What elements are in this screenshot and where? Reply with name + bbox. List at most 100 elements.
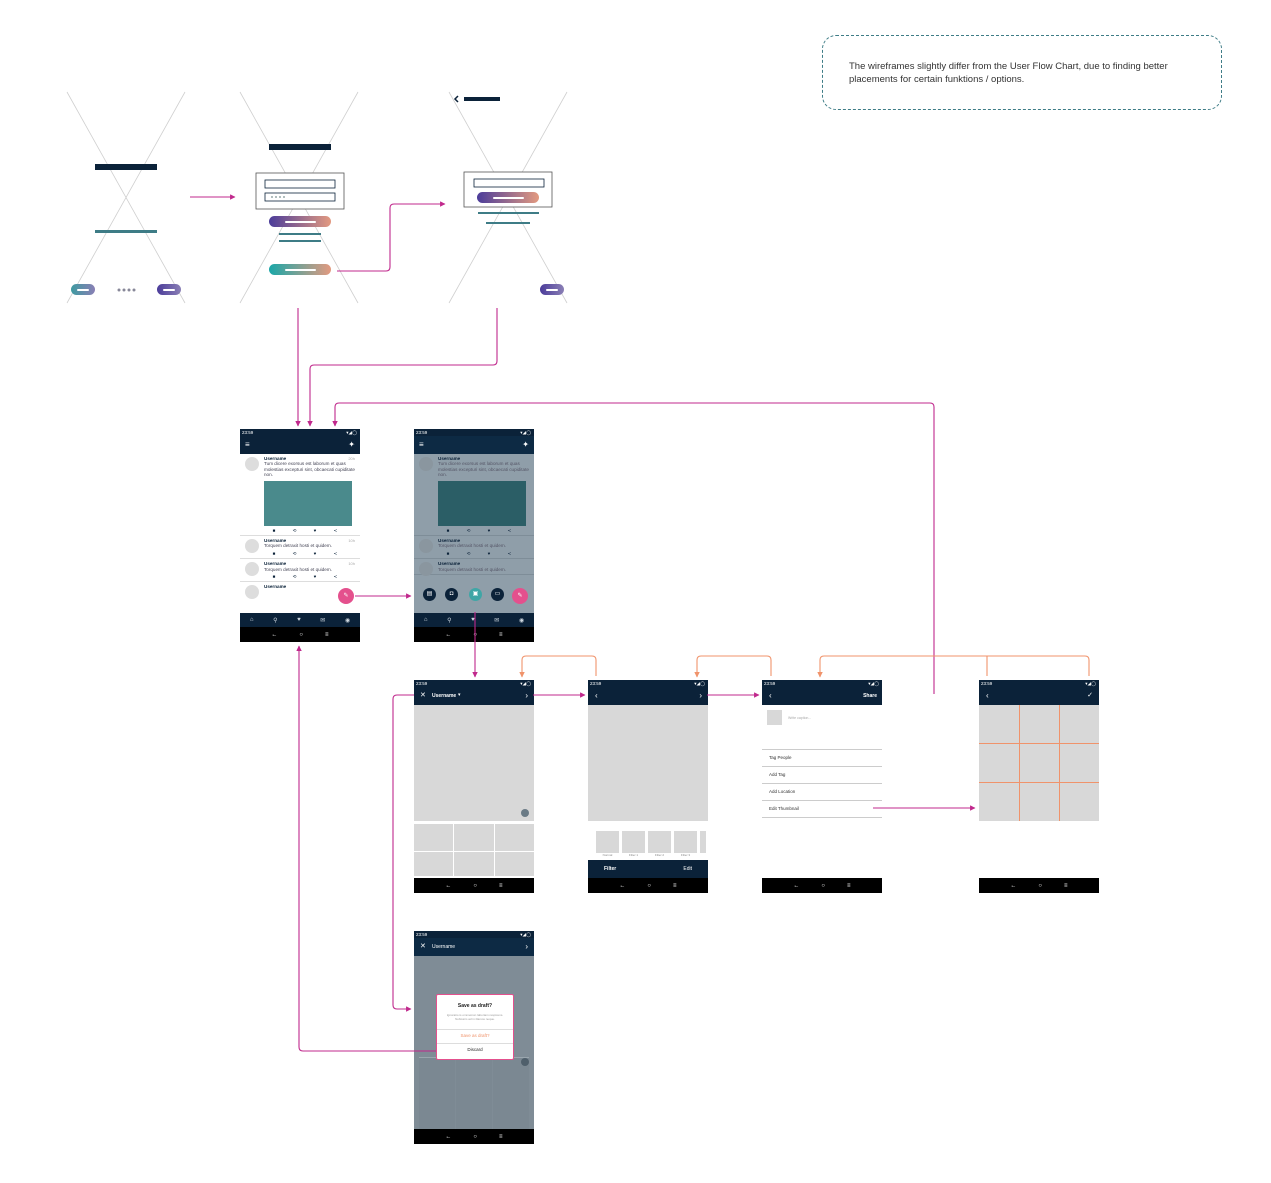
filter-option[interactable]: Filter 1	[622, 831, 645, 857]
share-icon[interactable]: ≺	[507, 550, 512, 556]
heart-icon[interactable]: ♥	[313, 550, 317, 556]
caption-input[interactable]: Write caption...	[788, 716, 812, 720]
avatar[interactable]	[419, 457, 433, 471]
account-selector[interactable]: Username	[432, 693, 457, 699]
avatar[interactable]	[245, 539, 259, 554]
sparkle-icon[interactable]: ✦	[348, 440, 355, 449]
home-circle-icon[interactable]: ○	[821, 882, 826, 889]
next-icon[interactable]: ›	[525, 942, 528, 951]
recents-icon[interactable]: ≡	[499, 882, 503, 889]
document-icon[interactable]: ▤	[423, 588, 436, 601]
avatar[interactable]	[245, 457, 259, 471]
wf-submit-button[interactable]	[477, 192, 539, 203]
post-username[interactable]: Username	[438, 538, 461, 544]
post-username[interactable]: Username	[264, 456, 287, 461]
wf-continue-button[interactable]	[540, 284, 564, 295]
repost-icon[interactable]: ⟲	[466, 527, 471, 533]
home-circle-icon[interactable]: ○	[473, 882, 478, 889]
photo-thumb[interactable]	[494, 852, 534, 876]
post-username[interactable]: Username	[438, 456, 461, 461]
post-username[interactable]: Username	[264, 538, 287, 544]
photo-thumb[interactable]	[454, 824, 494, 851]
recents-icon[interactable]: ≡	[1064, 882, 1068, 889]
back-icon[interactable]: ←	[1010, 882, 1017, 889]
recents-icon[interactable]: ≡	[499, 1133, 503, 1140]
account-selector[interactable]: Username	[432, 944, 456, 950]
compose-fab[interactable]: ✎	[338, 588, 354, 604]
post-image[interactable]	[438, 480, 526, 526]
recents-icon[interactable]: ≡	[499, 631, 503, 638]
crop-area[interactable]	[979, 705, 1099, 821]
repost-icon[interactable]: ⟲	[292, 574, 297, 580]
home-icon[interactable]: ⌂	[249, 617, 254, 623]
avatar[interactable]	[419, 562, 433, 577]
back-icon[interactable]: ←	[793, 882, 800, 889]
share-icon[interactable]: ≺	[333, 550, 338, 556]
repost-icon[interactable]: ⟲	[292, 550, 297, 556]
next-icon[interactable]: ›	[525, 691, 528, 700]
menu-icon[interactable]: ≡	[245, 440, 250, 449]
tab-filter[interactable]: Filter	[604, 866, 617, 872]
compose-fab[interactable]: ✎	[512, 588, 528, 604]
post-image[interactable]	[264, 480, 352, 526]
comment-icon[interactable]: ■	[446, 550, 450, 556]
back-chevron-icon[interactable]: ‹	[595, 691, 598, 700]
comment-icon[interactable]: ■	[272, 550, 276, 556]
post-item[interactable]: Username Tum dicere exorsus est laborum …	[414, 454, 534, 537]
recents-icon[interactable]: ≡	[673, 882, 677, 889]
chat-icon[interactable]: ▭	[491, 588, 504, 601]
next-icon[interactable]: ›	[699, 691, 702, 700]
sparkle-icon[interactable]: ✦	[522, 440, 529, 449]
add-tag-row[interactable]: Add Tag	[762, 767, 882, 784]
photo-thumb[interactable]	[414, 852, 454, 876]
menu-icon[interactable]: ≡	[419, 440, 424, 449]
back-icon[interactable]: ←	[619, 882, 626, 889]
edit-thumbnail-row[interactable]: Edit Thumbnail	[762, 801, 882, 818]
wf-login-button[interactable]	[269, 216, 331, 227]
profile-icon[interactable]: ◉	[518, 617, 525, 624]
filter-option[interactable]	[700, 831, 706, 853]
recents-icon[interactable]: ≡	[325, 631, 329, 638]
share-button[interactable]: Share	[863, 693, 877, 699]
close-icon[interactable]: ✕	[420, 692, 426, 699]
search-icon[interactable]: ⚲	[447, 617, 452, 624]
share-icon[interactable]: ≺	[333, 574, 338, 580]
camera-icon[interactable]: ◘	[445, 588, 458, 601]
check-icon[interactable]: ✓	[1087, 692, 1093, 699]
repost-icon[interactable]: ⟲	[466, 550, 471, 556]
back-icon[interactable]: ←	[445, 631, 452, 638]
comment-icon[interactable]: ■	[272, 574, 276, 580]
comment-icon[interactable]: ■	[272, 527, 276, 533]
recents-icon[interactable]: ≡	[847, 882, 851, 889]
close-icon[interactable]: ✕	[420, 943, 426, 950]
post-item[interactable]: Username Torquem detraxit hosti et quide…	[414, 536, 534, 560]
back-chevron-icon[interactable]: ‹	[986, 691, 989, 700]
heart-icon[interactable]: ♥	[487, 527, 491, 533]
home-icon[interactable]: ⌂	[423, 617, 428, 623]
heart-icon[interactable]: ♥	[471, 617, 475, 623]
profile-icon[interactable]: ◉	[344, 617, 351, 624]
post-item[interactable]: Username 10h Torquem detraxit hosti et q…	[240, 559, 360, 583]
expand-icon[interactable]	[521, 809, 529, 817]
mail-icon[interactable]: ✉	[494, 617, 500, 624]
chevron-down-icon[interactable]: ▾	[458, 692, 461, 698]
wf-next-button[interactable]	[157, 284, 181, 295]
photo-thumb[interactable]	[494, 824, 534, 851]
avatar[interactable]	[245, 562, 259, 577]
back-icon[interactable]: ←	[445, 882, 452, 889]
wf-signup-button[interactable]	[269, 264, 331, 275]
post-username[interactable]: Username	[438, 561, 461, 567]
heart-icon[interactable]: ♥	[313, 574, 317, 580]
back-chevron-icon[interactable]: ‹	[769, 691, 772, 700]
share-icon[interactable]: ≺	[333, 527, 338, 533]
share-icon[interactable]: ≺	[507, 527, 512, 533]
post-item[interactable]: Username 10h Torquem detraxit hosti et q…	[240, 536, 360, 560]
save-draft-button[interactable]: Save as draft?	[437, 1029, 513, 1038]
back-icon[interactable]: ←	[445, 1133, 452, 1140]
mail-icon[interactable]: ✉	[320, 617, 326, 624]
heart-icon[interactable]: ♥	[487, 550, 491, 556]
repost-icon[interactable]: ⟲	[292, 527, 297, 533]
back-icon[interactable]: ←	[271, 631, 278, 638]
post-item[interactable]: Username Torquem detraxit hosti et quide…	[414, 559, 534, 577]
add-location-row[interactable]: Add Location	[762, 784, 882, 801]
